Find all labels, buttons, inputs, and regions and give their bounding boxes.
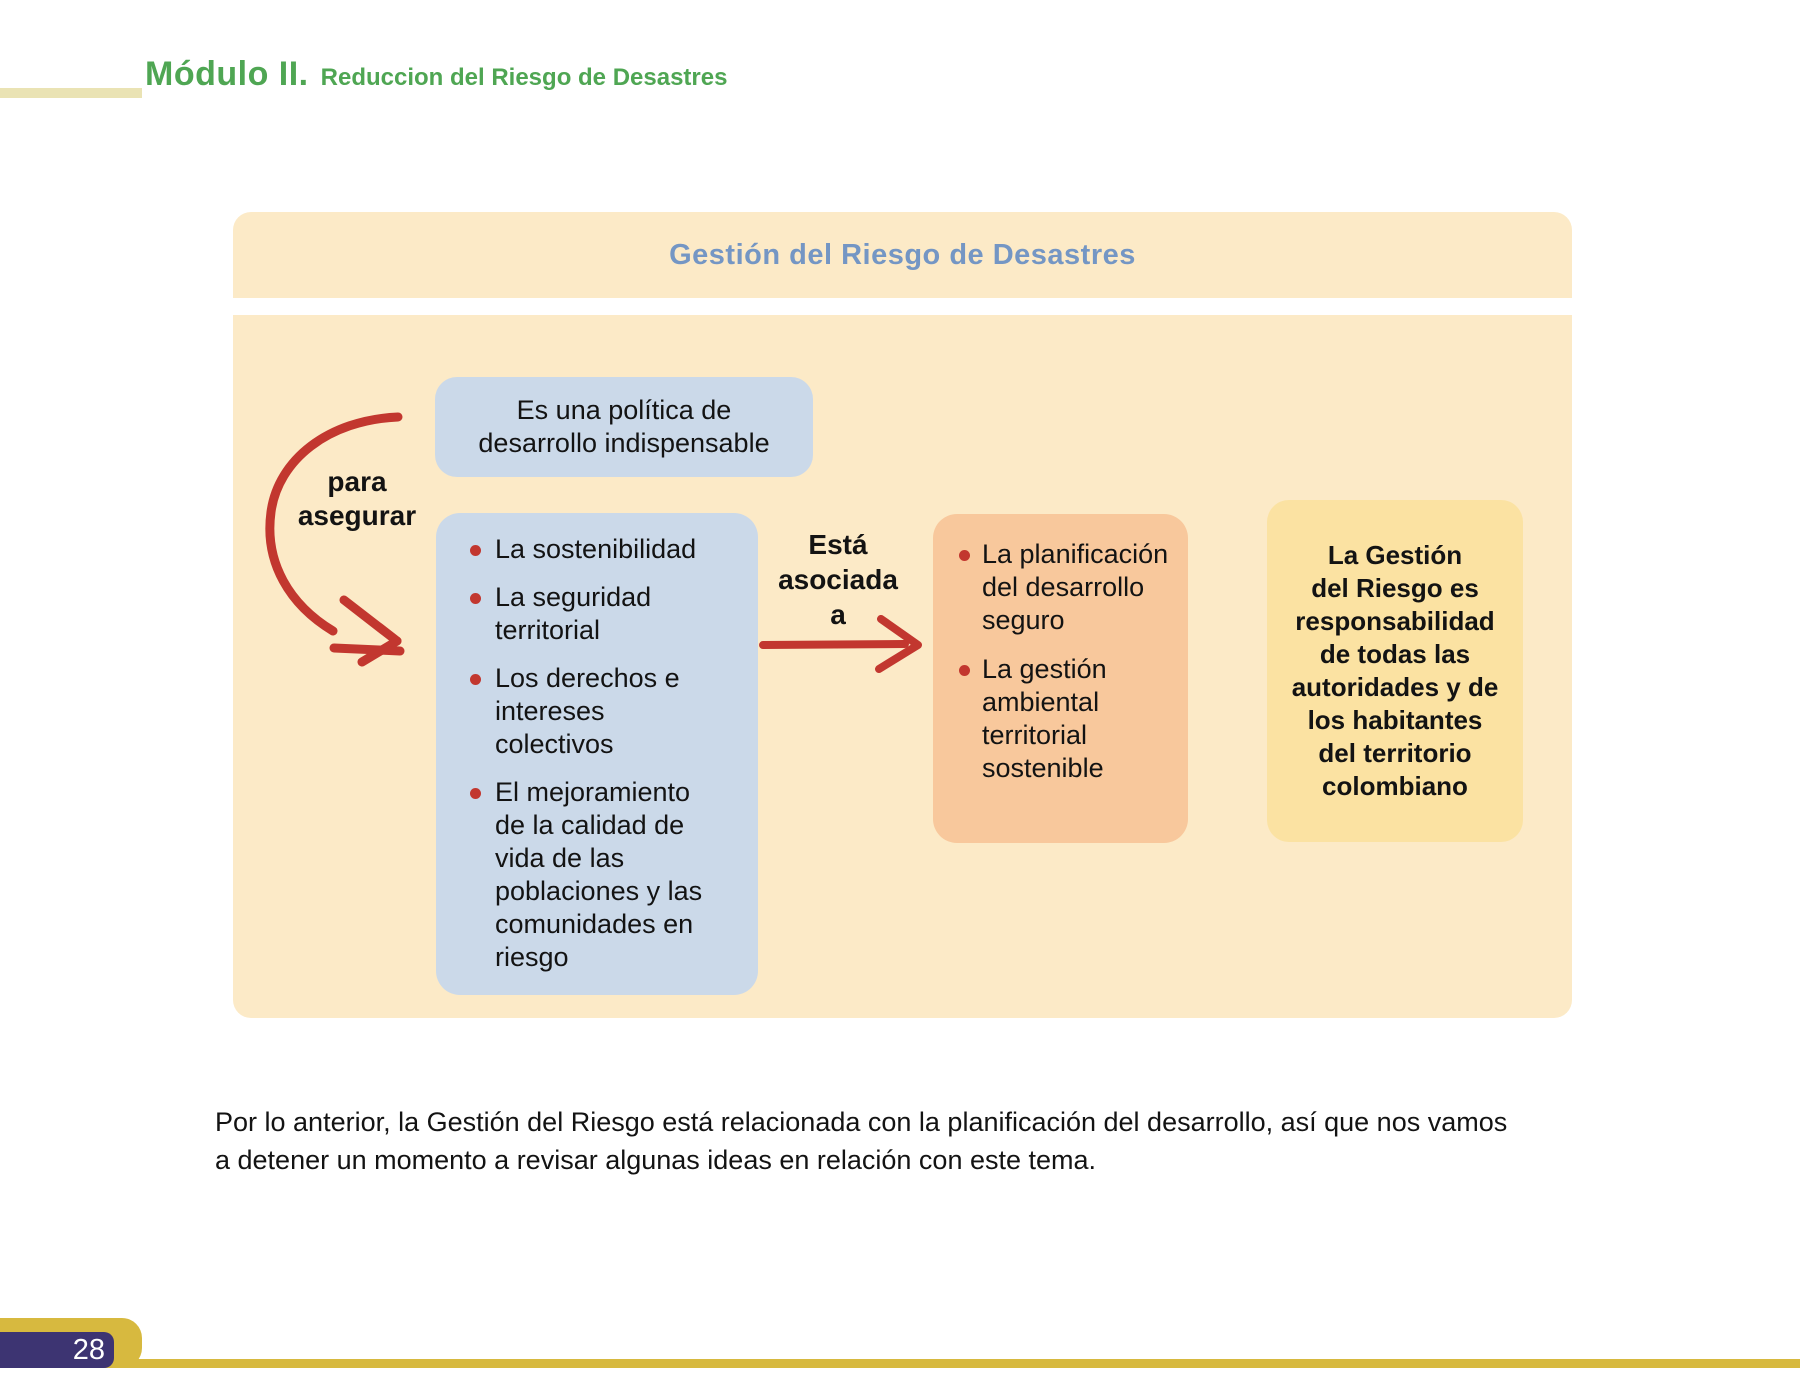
module-subtitle: Reduccion del Riesgo de Desastres bbox=[320, 64, 728, 91]
asegurar-list-box: La sostenibilidad La seguridad territori… bbox=[436, 513, 758, 995]
diagram-title: Gestión del Riesgo de Desastres bbox=[669, 238, 1136, 271]
responsibility-box: La Gestión del Riesgo es responsabilidad… bbox=[1267, 500, 1523, 842]
module-title: Módulo II. bbox=[145, 55, 309, 93]
policy-box: Es una política de desarrollo indispensa… bbox=[435, 377, 813, 477]
diagram-panel: Gestión del Riesgo de Desastres Es una p… bbox=[233, 212, 1572, 1018]
list-item-text: El mejoramiento de la calidad de vida de… bbox=[495, 777, 703, 972]
list-item: La sostenibilidad bbox=[470, 533, 740, 566]
right-arrow-icon bbox=[759, 615, 922, 673]
page-header: Módulo II. Reduccion del Riesgo de Desas… bbox=[145, 55, 727, 94]
page-number-badge: 28 bbox=[0, 1332, 114, 1368]
list-item: La gestión ambiental territorial sosteni… bbox=[959, 653, 1178, 785]
bullet-icon bbox=[470, 545, 481, 556]
list-item-text: La gestión ambiental territorial sosteni… bbox=[982, 654, 1107, 783]
bullet-icon bbox=[959, 550, 970, 561]
panel-divider-gap bbox=[233, 298, 1572, 315]
list-item: El mejoramiento de la calidad de vida de… bbox=[470, 776, 740, 974]
bullet-icon bbox=[470, 788, 481, 799]
list-item: La seguridad territorial bbox=[470, 581, 740, 647]
list-item-text: La seguridad territorial bbox=[495, 582, 652, 645]
list-item-text: La planificación del desarrollo seguro bbox=[982, 539, 1169, 635]
bullet-icon bbox=[470, 593, 481, 604]
curved-arrow-icon bbox=[265, 412, 405, 667]
bullet-icon bbox=[959, 665, 970, 676]
page-number: 28 bbox=[72, 1333, 105, 1366]
asociada-list: La planificación del desarrollo seguro L… bbox=[933, 514, 1188, 817]
list-item: Los derechos e intereses colectivos bbox=[470, 662, 740, 761]
body-paragraph: Por lo anterior, la Gestión del Riesgo e… bbox=[215, 1107, 1508, 1175]
list-item-text: La sostenibilidad bbox=[495, 534, 697, 564]
bullet-icon bbox=[470, 674, 481, 685]
esta-asociada-label: Está asociada a bbox=[778, 529, 898, 630]
asegurar-list: La sostenibilidad La seguridad territori… bbox=[436, 513, 758, 1005]
header-rule bbox=[0, 88, 142, 98]
para-asegurar-label: para asegurar bbox=[297, 466, 417, 531]
asociada-list-box: La planificación del desarrollo seguro L… bbox=[933, 514, 1188, 843]
list-item-text: Los derechos e intereses colectivos bbox=[495, 663, 680, 759]
list-item: La planificación del desarrollo seguro bbox=[959, 538, 1178, 637]
diagram-title-bar: Gestión del Riesgo de Desastres bbox=[233, 212, 1572, 298]
diagram-body: Es una política de desarrollo indispensa… bbox=[233, 315, 1572, 1018]
footer-bar bbox=[0, 1359, 1800, 1368]
